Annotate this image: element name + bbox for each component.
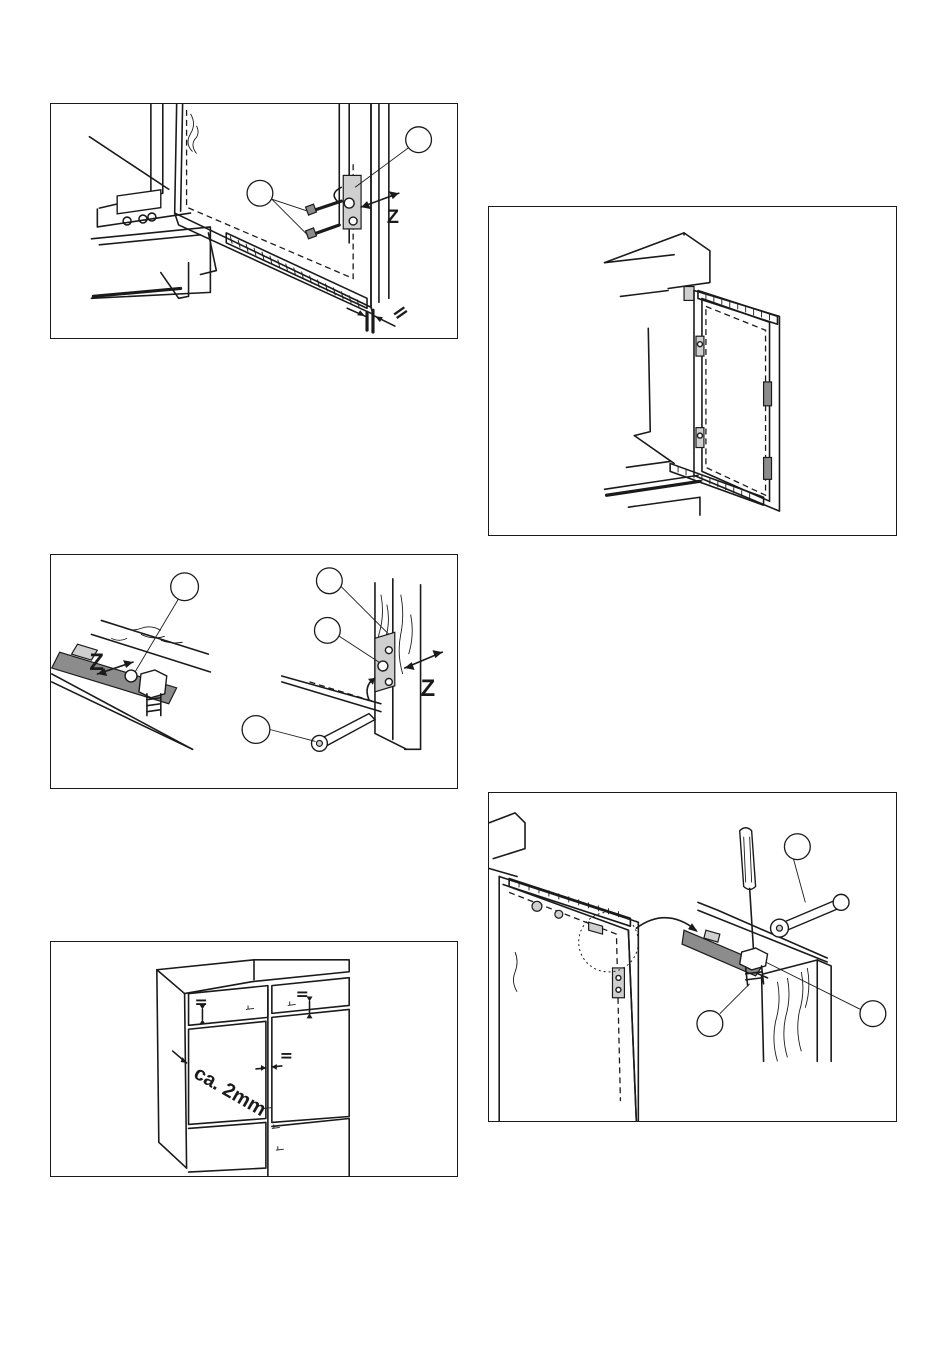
equal-gap-marker: = bbox=[296, 985, 309, 1004]
figure-door-gap-adjust: Z = bbox=[50, 103, 458, 339]
z-arrow-label-right: Z bbox=[421, 675, 436, 702]
callout-circle bbox=[171, 573, 199, 601]
z-arrow-label: Z bbox=[387, 206, 399, 228]
figure-hinge-z-adjust: Z Z bbox=[50, 554, 458, 789]
equal-gap-marker: = bbox=[195, 992, 208, 1011]
figure-open-door-dashed bbox=[488, 206, 897, 536]
z-arrow-label-left: Z bbox=[89, 649, 104, 676]
callout-circle bbox=[314, 617, 340, 643]
figure-cabinet-gaps: = = = ca. 2mm bbox=[50, 941, 458, 1177]
callout-circle bbox=[316, 568, 342, 594]
hinge-z-adjust-illustration: Z Z bbox=[51, 555, 457, 788]
callout-circle bbox=[860, 1001, 886, 1027]
equal-gap-marker: = bbox=[387, 298, 414, 326]
callout-circle bbox=[406, 127, 432, 153]
callout-circle bbox=[247, 180, 273, 206]
gap-label: ca. 2mm bbox=[190, 1062, 270, 1121]
figure-screwdriver-wrench bbox=[488, 792, 897, 1122]
callout-circle bbox=[784, 834, 810, 860]
callout-circle bbox=[242, 716, 270, 744]
door-gap-adjust-illustration: Z = bbox=[51, 104, 457, 338]
callout-circle bbox=[697, 1011, 723, 1037]
cabinet-gaps-illustration: = = = ca. 2mm bbox=[51, 942, 457, 1176]
equal-gap-marker: = bbox=[280, 1046, 293, 1065]
screwdriver-wrench-illustration bbox=[489, 793, 896, 1121]
open-door-illustration bbox=[489, 207, 896, 535]
